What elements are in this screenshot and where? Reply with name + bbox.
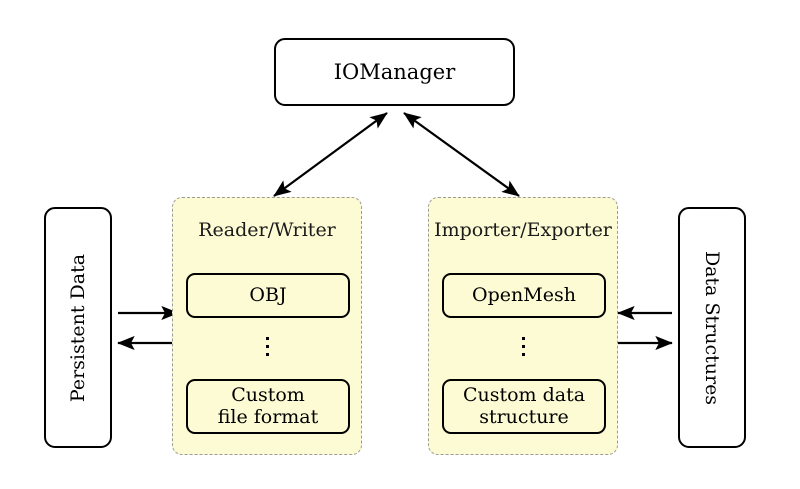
group-importer-exporter-title: Importer/Exporter (434, 219, 612, 241)
node-persistent-data-label: Persistent Data (67, 253, 89, 402)
group-reader-writer-item-custom-file-format-line1: Custom (231, 383, 305, 406)
group-reader-writer-ellipsis (173, 332, 361, 356)
group-importer-exporter[interactable]: Importer/Exporter OpenMesh Custom data s… (428, 197, 618, 455)
group-reader-writer-item-obj[interactable]: OBJ (186, 273, 350, 318)
group-reader-writer[interactable]: Reader/Writer OBJ Custom file format (172, 197, 362, 455)
node-data-structures[interactable]: Data Structures (678, 207, 746, 448)
arrow-iomanager-importerexporter (403, 112, 520, 197)
group-reader-writer-title: Reader/Writer (198, 219, 336, 241)
node-iomanager-label: IOManager (333, 60, 456, 84)
group-importer-exporter-ellipsis (429, 332, 617, 356)
node-persistent-data[interactable]: Persistent Data (44, 207, 112, 448)
group-importer-exporter-item-custom-data-structure-line1: Custom data (462, 383, 586, 406)
group-importer-exporter-item-openmesh-label: OpenMesh (472, 283, 576, 306)
group-reader-writer-item-obj-label: OBJ (249, 283, 287, 306)
group-importer-exporter-item-openmesh[interactable]: OpenMesh (442, 273, 606, 318)
group-reader-writer-item-custom-file-format[interactable]: Custom file format (186, 379, 350, 434)
node-iomanager[interactable]: IOManager (274, 38, 515, 106)
group-importer-exporter-item-custom-data-structure-line2: structure (479, 405, 569, 428)
group-reader-writer-item-custom-file-format-line2: file format (217, 405, 319, 428)
group-importer-exporter-item-custom-data-structure[interactable]: Custom data structure (442, 379, 606, 434)
node-data-structures-label: Data Structures (701, 250, 723, 405)
arrow-iomanager-readerwriter (273, 112, 388, 197)
